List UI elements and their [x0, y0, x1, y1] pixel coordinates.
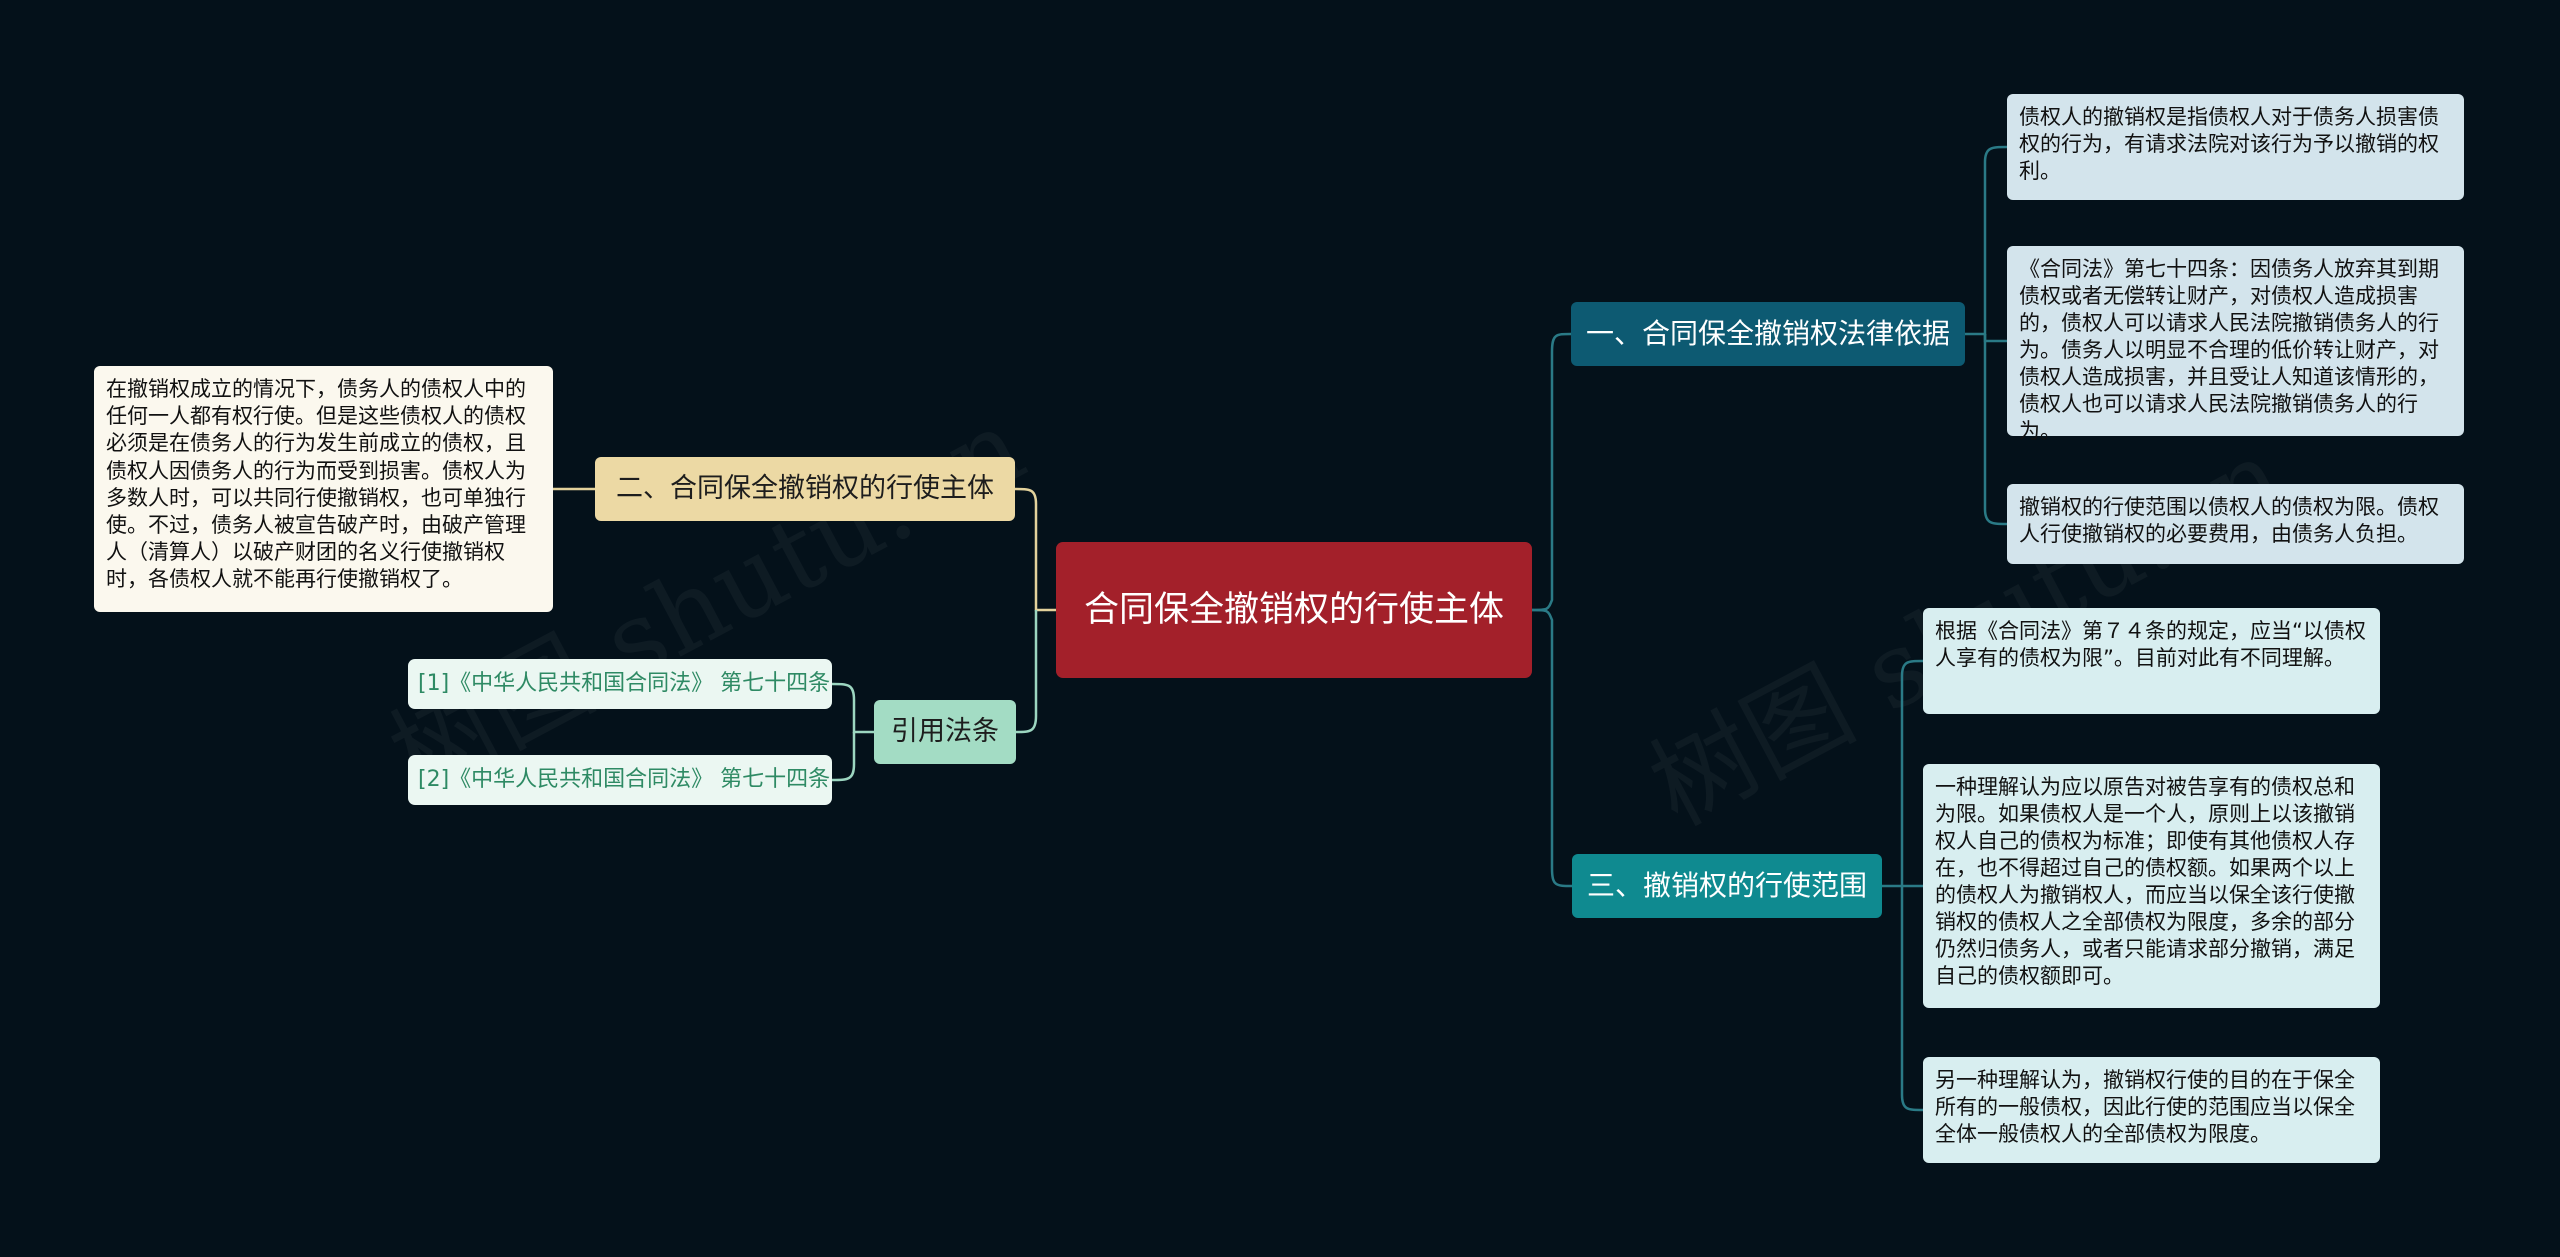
root-topic[interactable]: 合同保全撤销权的行使主体 [1056, 542, 1532, 678]
leaf-scope-rule[interactable]: 根据《合同法》第７４条的规定，应当“以债权人享有的债权为限”。目前对此有不同理解… [1923, 608, 2380, 714]
connector-root-bc [1015, 610, 1038, 734]
connector-b3-r3a [1882, 659, 1924, 888]
branch-exercise-subject[interactable]: 二、合同保全撤销权的行使主体 [595, 457, 1015, 521]
connector-bc-lc1 [831, 682, 874, 734]
branch-exercise-scope[interactable]: 三、撤销权的行使范围 [1572, 854, 1882, 918]
branch-legal-basis[interactable]: 一、合同保全撤销权法律依据 [1571, 302, 1965, 366]
leaf-scope-view-one[interactable]: 一种理解认为应以原告对被告享有的债权总和为限。如果债权人是一个人，原则上以该撤销… [1923, 764, 2380, 1008]
connector-root-b3 [1531, 608, 1573, 888]
leaf-legal-basis-article-74[interactable]: 《合同法》第七十四条：因债务人放弃其到期债权或者无偿转让财产，对债权人造成损害的… [2007, 246, 2464, 443]
connector-b3-r3c [1900, 886, 1924, 1112]
leaf-subject-detail[interactable]: 在撤销权成立的情况下，债务人的债权人中的任何一人都有权行使。但是这些债权人的债权… [94, 366, 553, 612]
citation-link-2[interactable]: [2]《中华人民共和国合同法》 第七十四条 [408, 755, 832, 805]
connector-b1-r1a [1965, 145, 2008, 336]
connector-b1-r1c [1983, 334, 2008, 526]
citation-link-1[interactable]: [1]《中华人民共和国合同法》 第七十四条 [408, 659, 832, 709]
leaf-scope-view-two[interactable]: 另一种理解认为，撤销权行使的目的在于保全所有的一般债权，因此行使的范围应当以保全… [1923, 1057, 2380, 1163]
connector-bc-lc2 [831, 732, 856, 782]
leaf-legal-basis-definition[interactable]: 债权人的撤销权是指债权人对于债务人损害债权的行为，有请求法院对该行为予以撤销的权… [2007, 94, 2464, 200]
branch-cited-laws[interactable]: 引用法条 [874, 700, 1016, 764]
leaf-legal-basis-scope[interactable]: 撤销权的行使范围以债权人的债权为限。债权人行使撤销权的必要费用，由债务人负担。 [2007, 484, 2464, 564]
connector-b1-r1b [1983, 334, 2007, 343]
connector-root-b1 [1531, 332, 1572, 612]
connector-root-b2 [1014, 487, 1056, 612]
